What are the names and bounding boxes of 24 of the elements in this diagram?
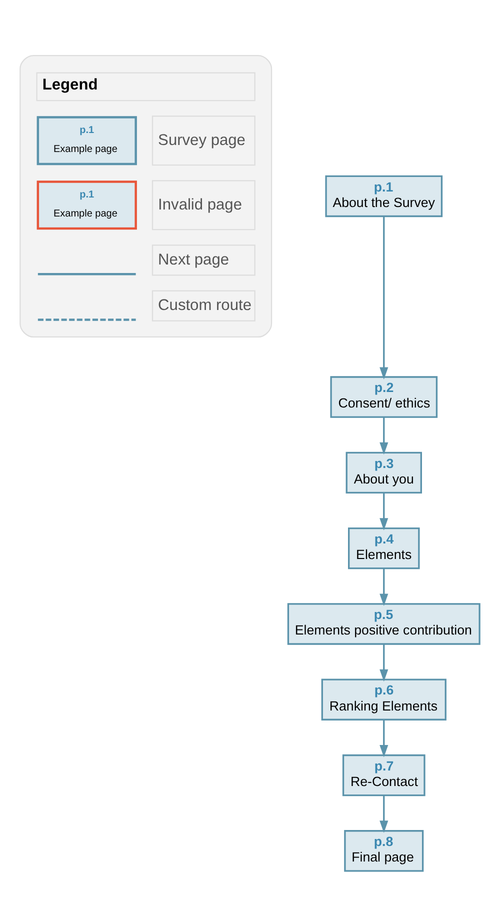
- arrow: [379, 568, 388, 606]
- legend-label: Survey page: [158, 132, 245, 149]
- node-box: p.1 About the Survey: [324, 175, 442, 218]
- arrow: [379, 720, 388, 758]
- label: Example page: [52, 208, 117, 220]
- label: p.1: [79, 125, 94, 136]
- arrow: [379, 644, 388, 682]
- arrow: [379, 493, 388, 530]
- node-box: p.8 Final page: [344, 830, 424, 872]
- arrow: [379, 216, 388, 380]
- legend-label: Custom route: [158, 296, 251, 314]
- label: Example page: [52, 144, 117, 155]
- legend-label: Next page: [158, 251, 229, 268]
- legend-label: Invalid page: [158, 196, 242, 214]
- label: Legend: [42, 76, 98, 94]
- node-box: p.2 Consent/ ethics: [330, 376, 438, 418]
- node-box: p.7 Re-Contact: [342, 754, 425, 796]
- node-box: p.5 Elements positive contribution: [286, 603, 480, 645]
- arrow: [379, 796, 388, 833]
- node-box: p.6 Ranking Elements: [320, 678, 446, 720]
- node-box: p.4 Elements: [348, 527, 420, 570]
- arrow: [379, 417, 388, 455]
- node-box: p.3 About you: [345, 452, 422, 494]
- label: p.1: [79, 190, 94, 201]
